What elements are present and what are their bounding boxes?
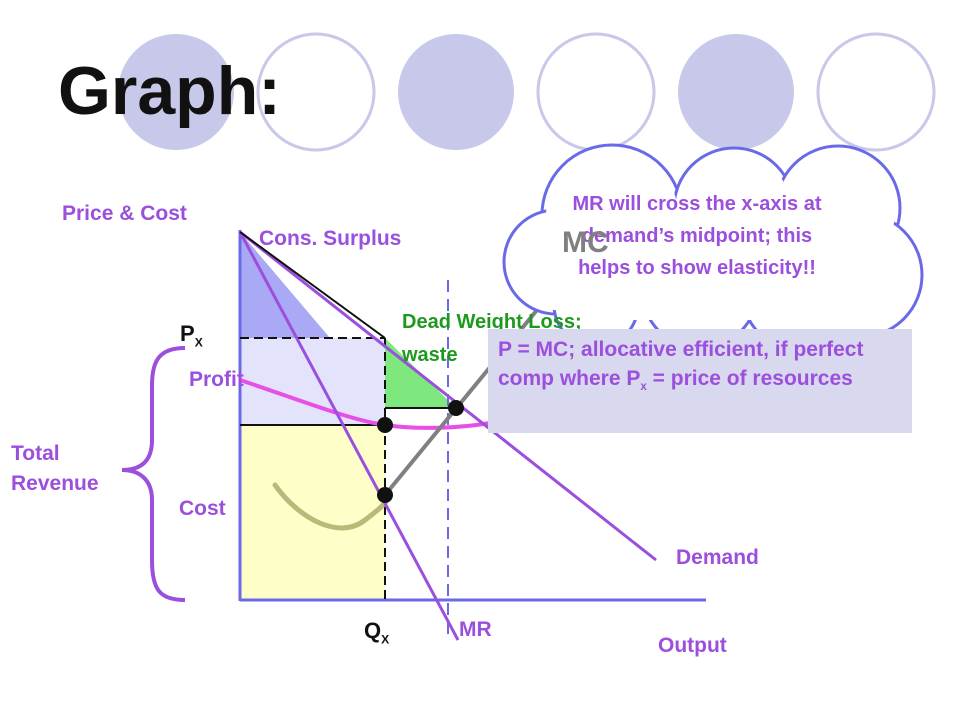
thought-cloud (502, 143, 924, 352)
y-axis-label: Price & Cost (62, 202, 187, 225)
allocative-efficiency-note: P = MC; allocative efficient, if perfect… (488, 329, 912, 433)
deco-circle (678, 34, 794, 150)
profit-label: Profit (189, 368, 244, 391)
efficient-point (448, 400, 464, 416)
px-main: P (180, 321, 195, 346)
cost-area (240, 425, 385, 600)
qx-sub: X (381, 632, 390, 647)
qx-label: QX (364, 618, 389, 646)
demand-upper-line (239, 231, 386, 339)
slide-title: Graph: (58, 53, 281, 129)
profit-area (240, 338, 385, 425)
px-label: PX (180, 321, 203, 349)
cloud-text: MR will cross the x-axis at demand’s mid… (572, 193, 822, 279)
deco-circle (398, 34, 514, 150)
note-sub: x (640, 381, 647, 394)
note-part2: = price of resources (646, 367, 853, 390)
mc-curve (383, 280, 562, 497)
deco-circle (816, 32, 936, 152)
cost-label: Cost (179, 497, 226, 520)
deco-circle (256, 32, 376, 152)
deco-circle (536, 32, 656, 152)
mr-label: MR (459, 618, 492, 641)
deadweight-loss-label-line2: waste (402, 344, 458, 366)
total-revenue-brace (121, 346, 186, 602)
consumer-surplus-label: Cons. Surplus (259, 227, 402, 250)
deadweight-loss-label-line1: Dead Weight Loss; (402, 311, 582, 333)
total-revenue-label-line1: Total (11, 442, 60, 465)
qx-main: Q (364, 618, 382, 643)
mr-curve (238, 231, 460, 641)
note-part1: P = MC; allocative efficient, if perfect… (498, 338, 864, 390)
mc-label: MC (562, 226, 609, 259)
consumer-surplus-area (240, 232, 330, 338)
total-revenue-label-line2: Revenue (11, 472, 99, 495)
deco-circle (118, 34, 234, 150)
demand-label: Demand (676, 546, 759, 569)
atc-point (377, 417, 393, 433)
mc-mr-point (377, 487, 393, 503)
demand-curve (239, 230, 657, 562)
px-sub: X (194, 335, 203, 350)
x-axis-label: Output (658, 634, 727, 657)
